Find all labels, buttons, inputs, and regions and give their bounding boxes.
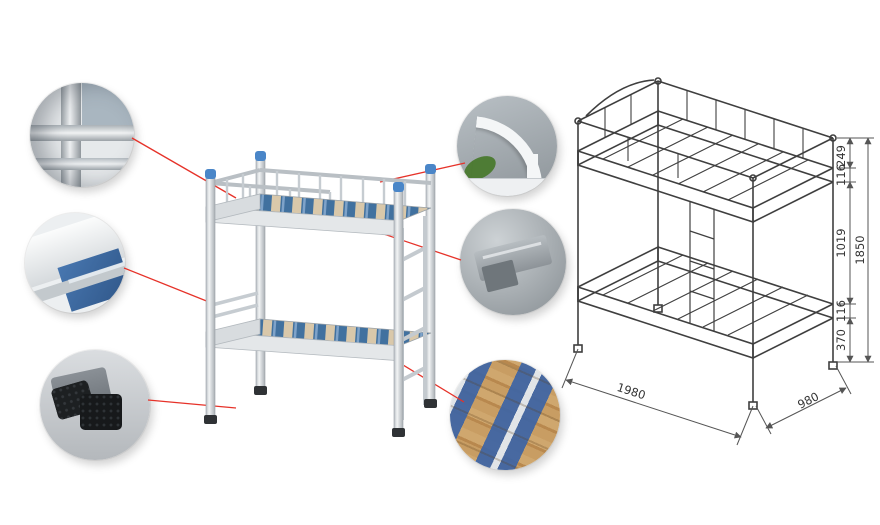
frame-corner-horizontal-tube <box>30 124 134 141</box>
dim-1850: 1850 <box>853 235 867 264</box>
lower-end-rails <box>207 291 259 320</box>
dim-980: 980 <box>795 389 821 411</box>
callout-guardrail-bend-detail <box>457 96 557 196</box>
callout-frame-corner-detail <box>30 83 134 187</box>
dimension-lines <box>561 137 874 446</box>
guardrail-base-bar <box>457 178 557 196</box>
dimension-labels: 249 116 1019 1850 116 370 1980 980 <box>615 145 867 412</box>
bunk-bed-wireframe <box>573 77 838 410</box>
guardrail-tube-stem <box>527 154 538 188</box>
callout-side-rail-detail <box>25 213 125 313</box>
callout-slat-surface-detail <box>450 360 560 470</box>
wood-grain-overlay <box>450 360 560 470</box>
callout-connector-bracket-detail <box>460 209 566 315</box>
frame-corner-window <box>82 83 134 131</box>
callout-plastic-foot-detail <box>40 350 150 460</box>
foot-plastic-cap-right <box>80 394 122 430</box>
wireframe-ladder <box>689 201 715 331</box>
dim-116-top: 116 <box>834 164 848 186</box>
dim-249: 249 <box>834 145 848 167</box>
dim-1980: 1980 <box>615 380 647 402</box>
bunk-bed-illustration <box>204 151 437 437</box>
leader-lines <box>123 137 466 409</box>
top-guardrail <box>209 168 432 194</box>
frame-corner-lower-tube <box>30 157 134 170</box>
dim-1019: 1019 <box>834 228 848 257</box>
dim-370: 370 <box>834 329 848 351</box>
bed-feet <box>204 386 437 437</box>
dim-116-bottom: 116 <box>834 300 848 322</box>
